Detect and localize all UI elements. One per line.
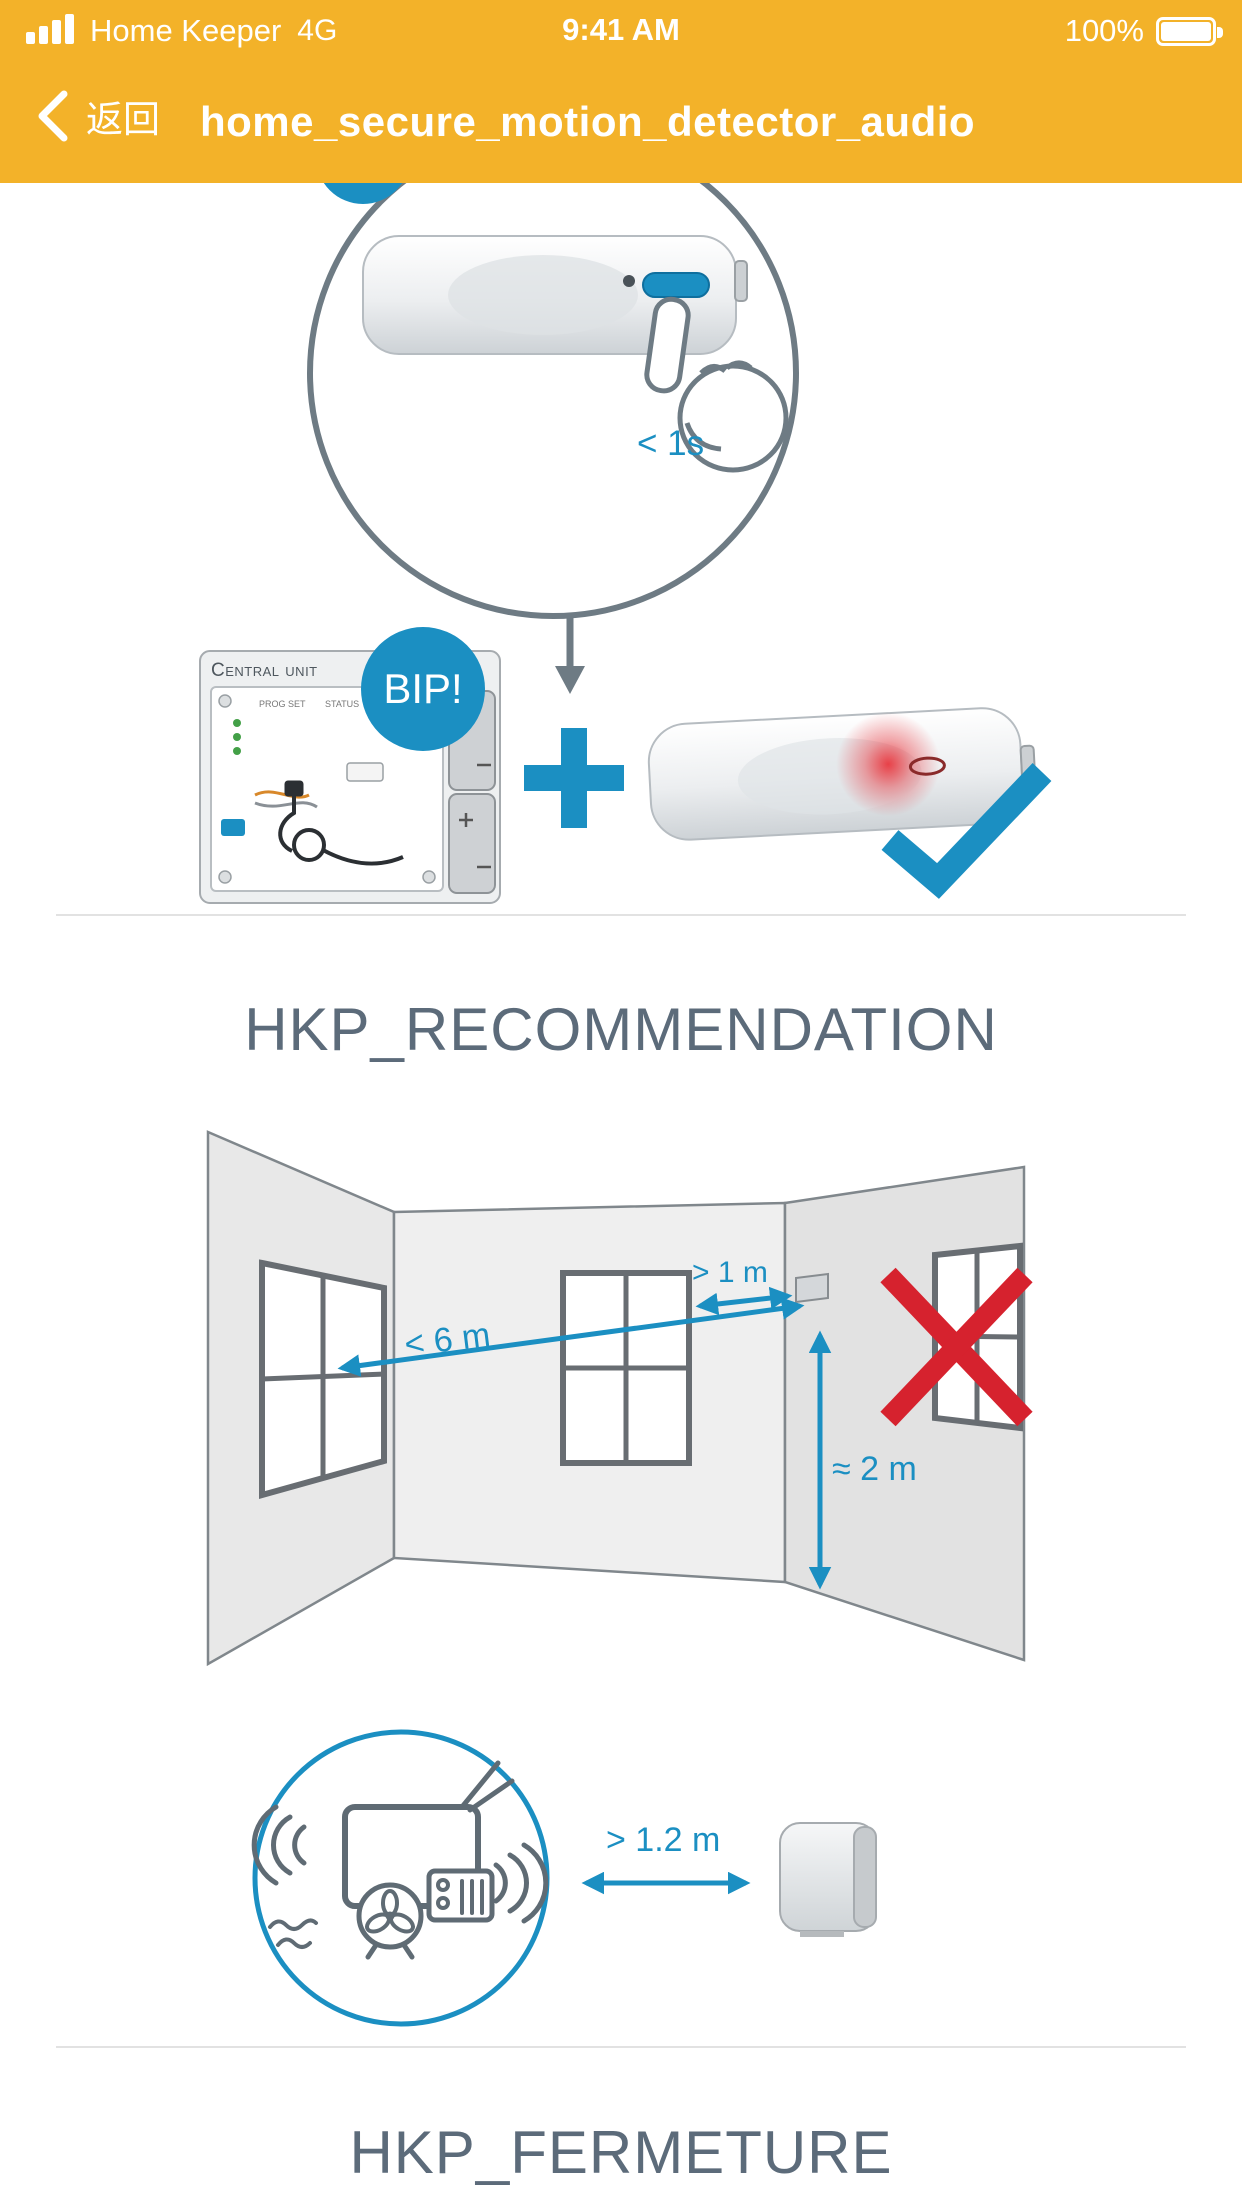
detector-led-hole	[623, 275, 635, 287]
forbidden-cross-icon	[880, 1267, 1033, 1427]
window-left	[259, 1259, 387, 1499]
section-divider	[56, 914, 1186, 916]
board-label-status: STATUS	[325, 699, 359, 709]
network-label: 4G	[297, 14, 338, 47]
status-bar: Home Keeper 4G 9:41 AM 100%	[0, 0, 1242, 62]
appliance-distance-label: > 1.2 m	[606, 1821, 720, 1859]
height-label: ≈ 2 m	[832, 1450, 917, 1488]
fan-icon	[356, 1882, 424, 1960]
pairing-step-illustration: < 1s	[307, 110, 799, 619]
window-center	[560, 1270, 692, 1466]
nav-bar: 返回 home_secure_motion_detector_audio	[0, 62, 1242, 183]
page-title: home_secure_motion_detector_audio	[200, 98, 976, 145]
bip-badge: BIP!	[361, 627, 485, 751]
bip-label: BIP!	[383, 665, 463, 712]
fermeture-heading: HKP_FERMETURE	[349, 2119, 893, 2186]
hand-press-icon	[644, 296, 789, 473]
buzzer-icon	[221, 819, 245, 836]
radio-icon	[426, 1868, 495, 1923]
sound-waves-left	[251, 1804, 307, 1886]
clock-label: 9:41 AM	[562, 12, 680, 47]
room-placement-diagram: > 1 m < 6 m ≈ 2 m	[206, 1130, 1033, 1667]
battery-percent-label: 100%	[1064, 13, 1144, 48]
down-arrow-icon	[555, 618, 585, 694]
back-chevron-icon	[38, 90, 68, 142]
check-icon	[881, 763, 1052, 899]
sound-waves-right	[493, 1842, 549, 1924]
status-led-icons	[233, 719, 241, 755]
recommendation-heading: HKP_RECOMMENDATION	[244, 996, 998, 1063]
power-cord-icon	[278, 780, 404, 866]
board-label-prog: PROG SET	[259, 699, 306, 709]
range-arrow	[337, 1297, 805, 1377]
led-lens	[908, 756, 946, 776]
usb-port-icon	[346, 762, 384, 782]
motion-detector-illustration	[362, 235, 748, 355]
paired-detector-illustration	[647, 707, 1052, 899]
appliance-distance-diagram: > 1.2 m	[251, 1729, 877, 2027]
battery-icon	[1156, 16, 1223, 46]
detector-side-view	[779, 1822, 877, 1937]
detector-side-tab	[734, 260, 748, 302]
plus-icon	[524, 728, 624, 828]
detector-marker	[795, 1272, 829, 1304]
led-glow	[836, 712, 941, 817]
wind-squiggle-icon	[268, 1918, 318, 1949]
wall-distance-label: > 1 m	[692, 1256, 768, 1289]
prog-button-icon	[642, 272, 710, 298]
press-duration-label: < 1s	[637, 424, 704, 463]
carrier-label: Home Keeper	[90, 13, 282, 48]
signal-bars-icon	[26, 14, 74, 47]
back-button[interactable]: 返回	[34, 88, 160, 144]
back-label: 返回	[86, 99, 160, 140]
central-unit-label: Central unit	[211, 660, 318, 681]
app-header: Home Keeper 4G 9:41 AM 100% 返回 home_secu…	[0, 0, 1242, 183]
section-divider	[56, 2046, 1186, 2048]
